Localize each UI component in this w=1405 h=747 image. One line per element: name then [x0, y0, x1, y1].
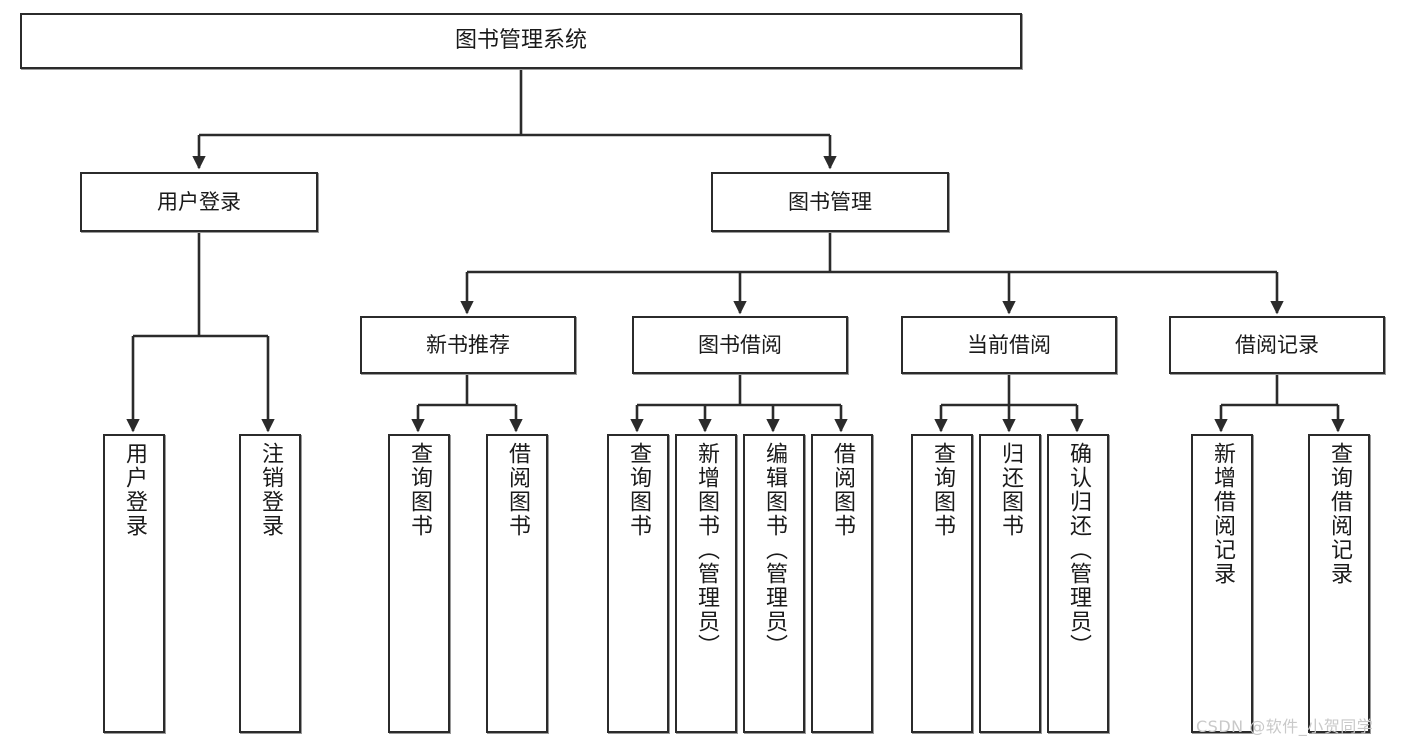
- node-label: 图书借阅: [698, 332, 782, 357]
- node-book-management[interactable]: 图书管理: [711, 172, 949, 232]
- node-label: 借阅记录: [1235, 332, 1319, 357]
- node-root-book-management-system[interactable]: 图书管理系统: [20, 13, 1022, 69]
- node-label: 确认归还（管理员）: [1066, 442, 1091, 658]
- node-label: 查询图书: [626, 442, 651, 538]
- node-leaf-query-book-3[interactable]: 查询图书: [911, 434, 973, 733]
- node-leaf-query-book-1[interactable]: 查询图书: [388, 434, 450, 733]
- node-leaf-add-book[interactable]: 新增图书（管理员）: [675, 434, 737, 733]
- node-label: 图书管理: [788, 189, 872, 214]
- node-leaf-query-book-2[interactable]: 查询图书: [607, 434, 669, 733]
- node-label: 编辑图书（管理员）: [762, 442, 787, 658]
- node-label: 新书推荐: [426, 332, 510, 357]
- node-label: 注销登录: [258, 442, 283, 538]
- node-leaf-user-login[interactable]: 用户登录: [103, 434, 165, 733]
- node-label: 新增图书（管理员）: [694, 442, 719, 658]
- node-label: 查询图书: [930, 442, 955, 538]
- node-borrow-record[interactable]: 借阅记录: [1169, 316, 1385, 374]
- node-label: 查询图书: [407, 442, 432, 538]
- node-user-login[interactable]: 用户登录: [80, 172, 318, 232]
- node-label: 用户登录: [157, 189, 241, 214]
- node-new-book-recommendation[interactable]: 新书推荐: [360, 316, 576, 374]
- node-leaf-logout[interactable]: 注销登录: [239, 434, 301, 733]
- node-label: 归还图书: [998, 442, 1023, 538]
- node-label: 借阅图书: [505, 442, 530, 538]
- node-leaf-confirm-return[interactable]: 确认归还（管理员）: [1047, 434, 1109, 733]
- node-label: 图书管理系统: [454, 28, 587, 54]
- node-leaf-query-borrow-record[interactable]: 查询借阅记录: [1308, 434, 1370, 733]
- node-leaf-borrow-book-1[interactable]: 借阅图书: [486, 434, 548, 733]
- node-label: 当前借阅: [967, 332, 1051, 357]
- node-leaf-return-book[interactable]: 归还图书: [979, 434, 1041, 733]
- node-book-borrow[interactable]: 图书借阅: [632, 316, 848, 374]
- node-current-borrow[interactable]: 当前借阅: [901, 316, 1117, 374]
- node-leaf-borrow-book-2[interactable]: 借阅图书: [811, 434, 873, 733]
- node-label: 新增借阅记录: [1210, 442, 1235, 586]
- node-label: 借阅图书: [830, 442, 855, 538]
- node-label: 用户登录: [122, 442, 147, 538]
- node-leaf-add-borrow-record[interactable]: 新增借阅记录: [1191, 434, 1253, 733]
- node-leaf-edit-book[interactable]: 编辑图书（管理员）: [743, 434, 805, 733]
- node-label: 查询借阅记录: [1327, 442, 1352, 586]
